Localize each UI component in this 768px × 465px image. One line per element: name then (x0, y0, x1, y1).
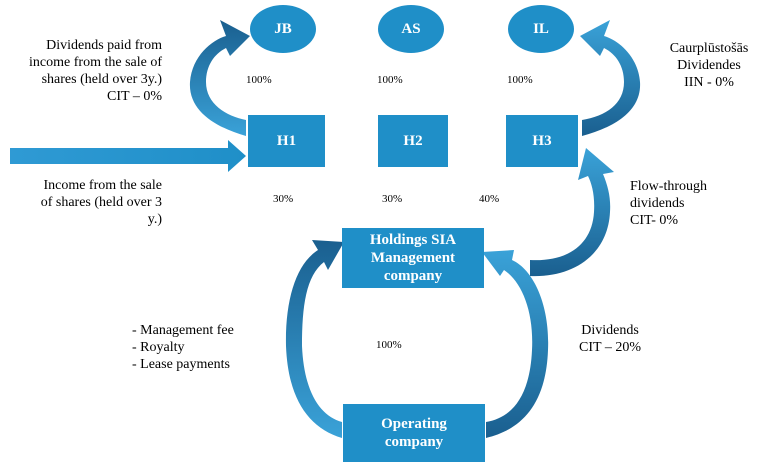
pct-h1-holdings: 30% (273, 193, 294, 205)
label-income-sale: Income from the sale of shares (held ove… (40, 178, 162, 227)
label-caurplustosas: Caurplūstošās Dividendes IIN - 0% (669, 41, 749, 90)
label-flow-through: Flow-through dividends CIT- 0% (630, 179, 707, 228)
label-dividends-cit: Dividends CIT – 20% (579, 323, 641, 355)
label-dividends-paid: Dividends paid from income from the sale… (29, 38, 162, 104)
node-holdings-label: Holdings SIA Management company (369, 232, 457, 284)
node-jb: JB (250, 5, 316, 53)
node-h2-label: H2 (403, 133, 423, 149)
pct-h3-holdings: 40% (479, 193, 500, 205)
arrow-h1-to-jb (189, 20, 250, 136)
arrow-h3-to-il (580, 20, 641, 136)
node-jb-label: JB (274, 21, 292, 37)
arrow-holdings-to-h3 (530, 148, 614, 277)
pct-holdings-operating: 100% (376, 339, 402, 351)
node-holdings: Holdings SIA Management company (342, 228, 484, 288)
node-il: IL (508, 5, 574, 53)
label-fees: - Management fee - Royalty - Lease payme… (132, 323, 234, 372)
pct-as-h2: 100% (377, 74, 403, 86)
node-h2: H2 (378, 115, 448, 167)
node-h3-label: H3 (532, 133, 552, 149)
node-operating-label: Operating company (381, 416, 447, 450)
pct-jb-h1: 100% (246, 74, 272, 86)
pct-il-h3: 100% (507, 74, 533, 86)
arrow-operating-dividends-to-holdings (482, 250, 549, 438)
node-h1-label: H1 (276, 133, 297, 149)
arrow-operating-to-holdings (285, 240, 344, 438)
node-as: AS (378, 5, 444, 53)
node-as-label: AS (401, 21, 421, 37)
pct-h2-holdings: 30% (382, 193, 403, 205)
node-il-label: IL (533, 21, 549, 37)
node-h1: H1 (248, 115, 325, 167)
arrow-income-to-h1 (10, 140, 246, 172)
node-operating: Operating company (343, 404, 485, 462)
node-h3: H3 (506, 115, 578, 167)
